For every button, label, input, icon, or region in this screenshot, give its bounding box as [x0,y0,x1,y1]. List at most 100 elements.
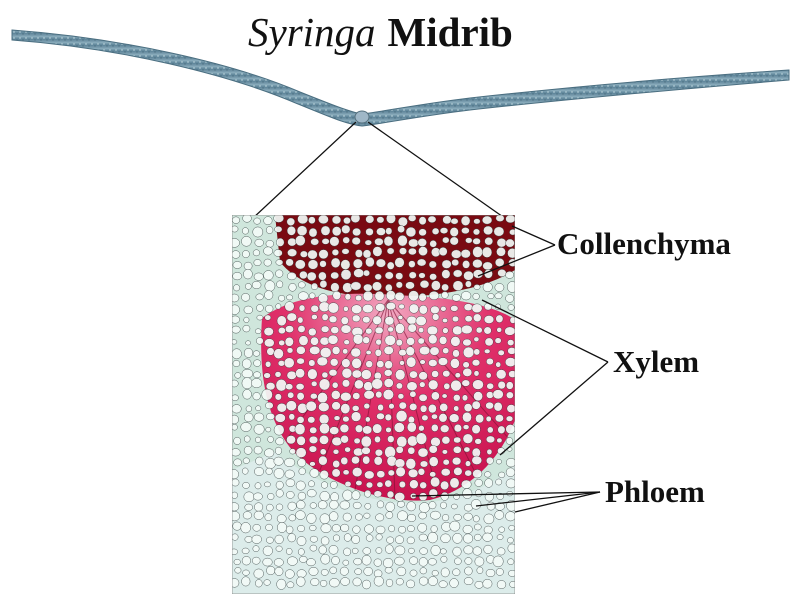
cell-texture [232,215,515,590]
plant-cell [283,357,295,369]
plant-cell [376,360,385,368]
plant-cell [397,500,406,508]
plant-cell [386,215,396,224]
plant-cell [352,501,362,509]
plant-cell [464,566,473,576]
plant-cell [355,480,363,486]
plant-cell [351,304,362,314]
plant-cell [320,225,331,236]
plant-cell [265,382,276,391]
plant-cell [253,217,261,225]
plant-cell [344,446,351,453]
plant-cell [450,379,462,392]
plant-cell [307,416,316,424]
plant-cell [483,225,493,236]
plant-cell [462,338,472,347]
plant-cell [253,272,264,281]
plant-cell [329,511,339,522]
plant-cell [232,491,238,499]
plant-cell [375,303,386,312]
plant-cell [361,555,372,566]
plant-cell [442,318,448,323]
plant-cell [405,458,416,470]
plant-cell [375,391,383,399]
plant-cell [492,389,504,400]
plant-cell [278,295,285,302]
plant-cell [428,334,438,345]
plant-cell [340,392,352,402]
plant-cell [343,306,349,312]
plant-cell [310,238,320,246]
plant-cell [440,491,449,501]
plant-cell [395,382,403,390]
plant-cell [450,358,460,369]
plant-cell [409,569,418,577]
plant-cell [395,410,408,422]
zoom-line-right [367,121,507,220]
plant-cell [342,512,352,522]
plant-cell [331,524,341,533]
plant-cell [385,501,395,512]
plant-cell [352,577,362,587]
plant-cell [351,357,362,369]
plant-cell [374,290,385,301]
plant-cell [420,404,428,413]
plant-cell [482,532,493,542]
plant-cell [431,227,440,235]
plant-cell [505,238,515,248]
plant-cell [472,237,481,245]
plant-cell [286,294,293,301]
plant-cell [262,545,273,556]
plant-cell [351,369,362,379]
plant-cell [394,545,406,556]
plant-cell [306,558,316,567]
plant-cell [264,280,276,292]
plant-cell [299,250,308,258]
plant-cell [407,525,415,532]
plant-cell [253,371,261,379]
plant-cell [430,305,440,315]
plant-cell [286,272,297,281]
plant-cell [509,581,515,588]
plant-cell [384,413,392,422]
plant-cell [252,392,261,401]
plant-cell [362,316,371,324]
plant-cell [495,568,504,576]
plant-cell [332,449,340,455]
plant-cell [430,436,441,447]
plant-cell [430,476,440,488]
plant-cell [497,269,507,277]
plant-cell [274,534,284,545]
plant-cell [385,578,394,587]
plant-cell [365,534,374,542]
plant-cell [492,555,504,568]
plant-cell [407,323,417,333]
plant-cell [276,237,285,247]
plant-cell [319,280,328,289]
plant-cell [332,226,342,237]
plant-cell [418,327,424,333]
plant-cell [406,356,417,368]
plant-cell [233,436,241,445]
plant-cell [486,391,494,399]
plant-cell [232,424,238,431]
plant-cell [241,369,254,379]
plant-cell [364,470,375,480]
plant-cell [241,547,250,555]
plant-cell [309,502,317,509]
plant-cell [232,578,240,588]
plant-cell [232,469,239,480]
plant-cell [406,536,415,545]
plant-cell [232,304,240,315]
plant-cell [385,511,394,519]
plant-cell [419,547,428,555]
plant-cell [372,423,383,434]
plant-cell [311,314,318,320]
plant-cell [306,489,317,498]
plant-cell [364,239,372,246]
plant-cell [418,393,428,402]
plant-cell [363,403,370,410]
plant-cell [408,290,419,302]
plant-cell [287,556,298,566]
